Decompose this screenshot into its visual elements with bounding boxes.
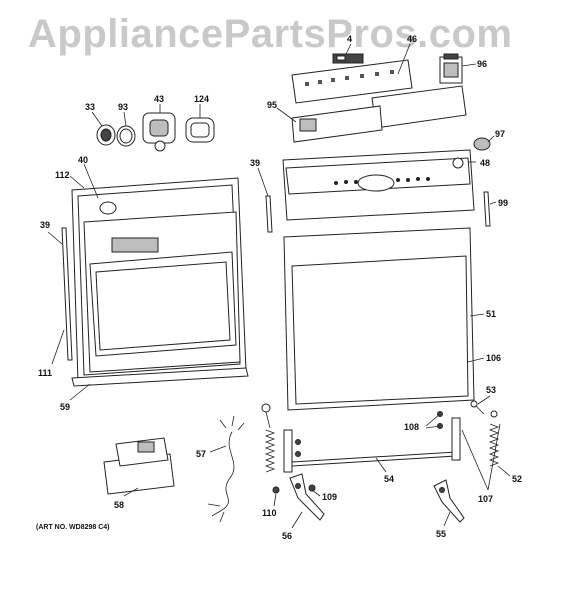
- part-48-control-panel: [282, 149, 475, 221]
- part-52-spring-right: [488, 410, 500, 467]
- part-spring-left: [261, 403, 276, 473]
- part-43-dispenser: [142, 112, 176, 152]
- part-39-right-strip: [265, 195, 273, 233]
- callout-111: 111: [38, 368, 52, 378]
- part-53-screw: [470, 400, 485, 415]
- part-51-outer-door: [283, 227, 475, 411]
- part-95-control-frame: [291, 105, 383, 143]
- part-46-control-board: [291, 59, 467, 129]
- callout-112: 112: [55, 170, 70, 180]
- part-99-strip: [483, 191, 491, 227]
- callout-106: 106: [486, 353, 501, 363]
- callout-54: 54: [384, 474, 394, 484]
- part-96-module: [439, 53, 463, 84]
- callout-59: 59: [60, 402, 70, 412]
- part-55-hinge-arm: [433, 479, 465, 523]
- part-109-screw: [308, 484, 316, 492]
- callout-53: 53: [486, 385, 496, 395]
- part-124-gasket: [185, 117, 215, 143]
- part-93-ring: [116, 125, 136, 147]
- part-39-left-strip: [61, 227, 73, 361]
- callout-108: 108: [404, 422, 419, 432]
- callout-95: 95: [267, 100, 277, 110]
- part-54-hinge-bar: [283, 411, 461, 473]
- part-59-bottom-strip: [71, 367, 249, 387]
- callout-52: 52: [512, 474, 522, 484]
- part-97-knob: [473, 137, 491, 151]
- callout-4: 4: [347, 34, 352, 44]
- art-number-caption: (ART NO. WD8298 C4): [36, 524, 110, 531]
- callout-99: 99: [498, 198, 508, 208]
- callout-109: 109: [322, 492, 337, 502]
- part-57-wire-harness: [207, 415, 245, 523]
- callout-96: 96: [477, 59, 487, 69]
- callout-39-right: 39: [250, 158, 260, 168]
- callout-40: 40: [78, 155, 88, 165]
- callout-39-left: 39: [40, 220, 50, 230]
- callout-labels: 4 46 96 33 93 43 124 95 97 40 112 39 39 …: [38, 34, 522, 541]
- part-33-knob: [96, 124, 116, 146]
- callout-48: 48: [480, 158, 490, 168]
- callout-93: 93: [118, 102, 128, 112]
- callout-46: 46: [407, 34, 417, 44]
- part-40-inner-door: [71, 177, 247, 383]
- callout-33: 33: [85, 102, 95, 112]
- callout-58: 58: [114, 500, 124, 510]
- callout-97: 97: [495, 129, 505, 139]
- callout-57: 57: [196, 449, 206, 459]
- callout-51: 51: [486, 309, 496, 319]
- callout-107: 107: [478, 494, 493, 504]
- callout-124: 124: [194, 94, 209, 104]
- watermark: AppliancePartsPros.com: [28, 12, 513, 56]
- callout-110: 110: [262, 508, 277, 518]
- callout-55: 55: [436, 529, 446, 539]
- callout-56: 56: [282, 531, 292, 541]
- part-56-hinge-arm: [289, 473, 325, 521]
- callout-43: 43: [154, 94, 164, 104]
- part-4-board-connector: [332, 53, 364, 64]
- part-110-screw: [272, 486, 280, 494]
- part-58-box: [103, 437, 175, 495]
- leader-lines: [47, 43, 511, 529]
